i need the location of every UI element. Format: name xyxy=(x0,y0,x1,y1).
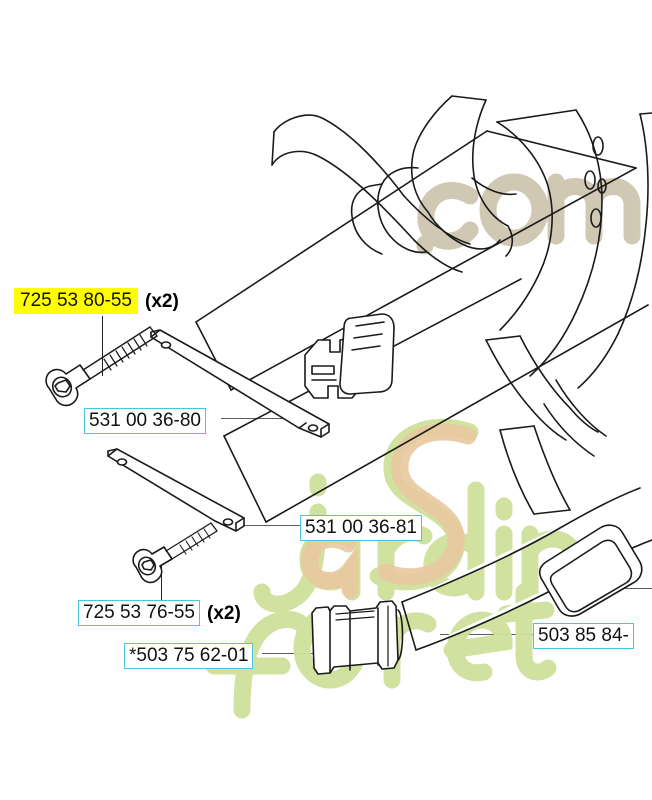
callout-code: 531 00 36-81 xyxy=(300,515,422,541)
callout-code: 531 00 36-80 xyxy=(84,408,206,434)
buckle-tongue-body xyxy=(339,313,395,395)
harness-shoulder-strap xyxy=(271,114,471,273)
leader-725-53-80-55 xyxy=(102,316,103,376)
upper-bracket-bar xyxy=(150,329,330,438)
belt-buckle xyxy=(311,600,404,675)
callout-725-53-80-55[interactable]: 725 53 80-55 (x2) xyxy=(14,288,179,314)
leader-531-00-36-81 xyxy=(236,525,302,526)
belt-loop-rectangle xyxy=(538,524,643,617)
lower-hex-screw xyxy=(132,522,218,584)
callout-code: 725 53 76-55 xyxy=(78,600,200,626)
leader-725-53-76-55 xyxy=(161,566,162,602)
callout-code: 503 85 84- xyxy=(533,623,634,649)
callout-503-75-62-01[interactable]: *503 75 62-01 xyxy=(124,643,254,669)
callout-code: 725 53 80-55 xyxy=(14,288,138,314)
callout-code: *503 75 62-01 xyxy=(124,643,254,669)
leader-503-75-62-01 xyxy=(262,653,322,654)
leader-531-00-36-80 xyxy=(221,418,313,419)
upper-hex-screw xyxy=(45,326,158,407)
callout-qty: (x2) xyxy=(207,602,241,624)
callout-531-00-36-80[interactable]: 531 00 36-80 xyxy=(84,408,206,434)
leader-belt-loop xyxy=(600,588,652,589)
callout-503-85-84[interactable]: 503 85 84- xyxy=(533,623,634,649)
lower-bracket-bar xyxy=(107,448,245,532)
callout-531-00-36-81[interactable]: 531 00 36-81 xyxy=(300,515,422,541)
callout-725-53-76-55[interactable]: 725 53 76-55 (x2) xyxy=(78,600,241,626)
callout-qty: (x2) xyxy=(145,290,179,312)
leader-503-85-84 xyxy=(440,634,534,635)
